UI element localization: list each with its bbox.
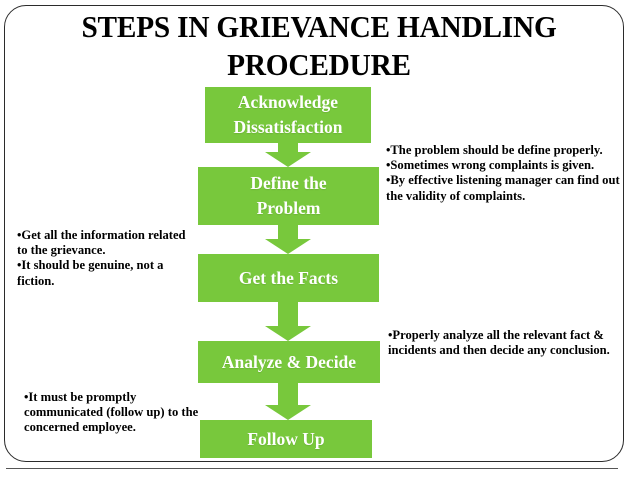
flow-step-follow-up[interactable]: Follow Up <box>200 420 372 458</box>
arrow-head <box>265 239 311 254</box>
flow-arrow-down-icon-1 <box>265 143 311 167</box>
note-analyze-and-decide: •Properly analyze all the relevant fact … <box>388 328 610 358</box>
arrow-head <box>265 405 311 420</box>
note-define-the-problem: •The problem should be define properly. … <box>386 143 620 203</box>
flow-arrow-down-icon-4 <box>265 383 311 420</box>
arrow-shaft <box>278 302 298 326</box>
flow-step-define-the-problem[interactable]: Define the Problem <box>198 167 379 225</box>
page-title: STEPS IN GRIEVANCE HANDLING PROCEDURE <box>81 10 557 82</box>
arrow-shaft <box>278 143 298 152</box>
flow-step-analyze-and-decide[interactable]: Analyze & Decide <box>198 341 380 383</box>
note-get-the-facts: •Get all the information related to the … <box>17 228 186 288</box>
flow-step-acknowledge-dissatisfaction[interactable]: Acknowledge Dissatisfaction <box>205 87 371 143</box>
flow-arrow-down-icon-2 <box>265 225 311 254</box>
arrow-shaft <box>278 225 298 239</box>
flow-arrow-down-icon-3 <box>265 302 311 341</box>
arrow-head <box>265 152 311 167</box>
bottom-divider <box>6 468 618 469</box>
arrow-shaft <box>278 383 298 405</box>
slide-frame <box>4 5 624 462</box>
note-follow-up: •It must be promptly communicated (follo… <box>24 390 199 435</box>
flow-step-get-the-facts[interactable]: Get the Facts <box>198 254 379 302</box>
arrow-head <box>265 326 311 341</box>
